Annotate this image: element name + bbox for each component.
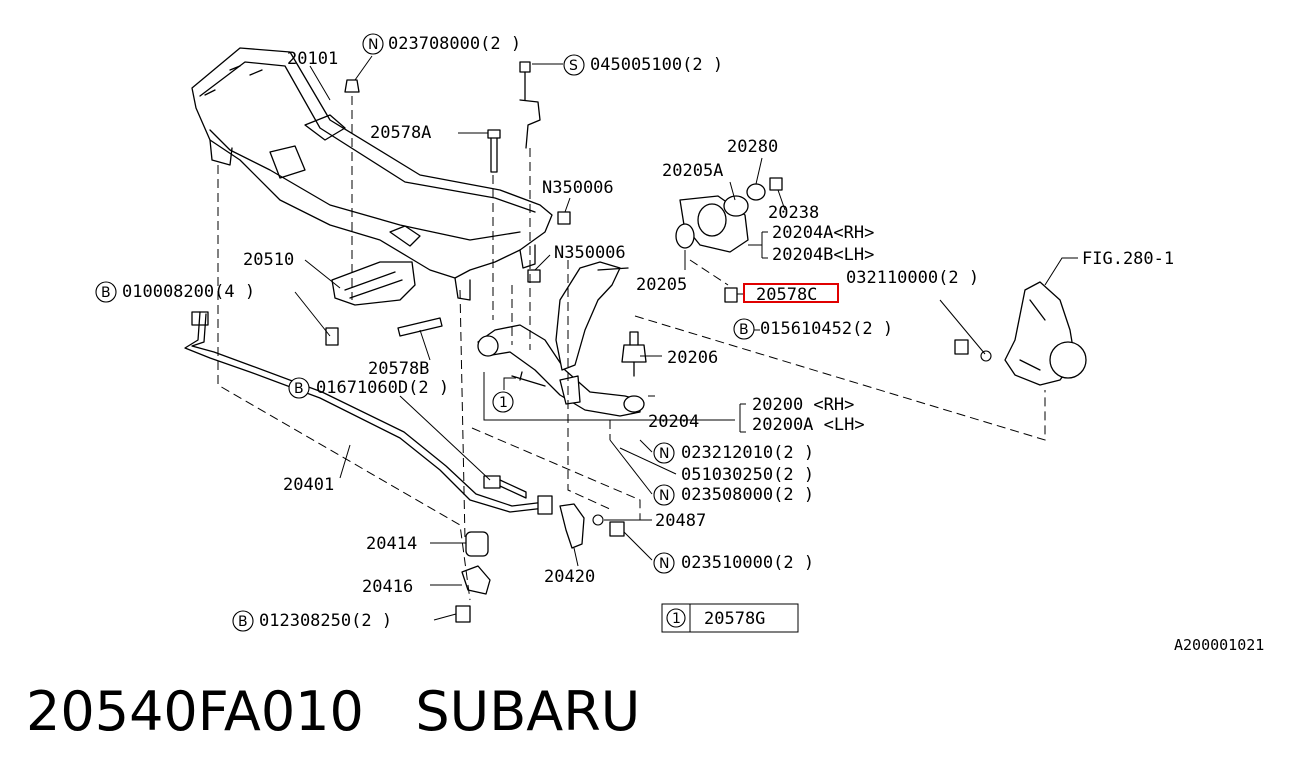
label-012308250: 012308250(2 ) <box>259 611 392 631</box>
label-20206: 20206 <box>667 348 718 368</box>
leader-lines <box>294 55 1078 621</box>
label-023212010: 023212010(2 ) <box>681 443 814 463</box>
bracket-20510-drawing <box>331 261 416 306</box>
b-prefix-marker-2 <box>288 377 310 399</box>
label-20205: 20205 <box>636 275 687 295</box>
bushing-clamp-drawing <box>455 475 527 623</box>
stabilizer-bar-drawing <box>184 311 553 515</box>
label-023510000: 023510000(2 ) <box>681 553 814 573</box>
knuckle-drawing <box>954 281 1087 386</box>
label-032110000: 032110000(2 ) <box>846 268 979 288</box>
b-prefix-text-2: B <box>294 381 304 397</box>
legend-box-marker <box>666 608 686 628</box>
label-20416: 20416 <box>362 577 413 597</box>
label-20578C: 20578C <box>756 285 817 305</box>
crossmember-drawing <box>191 47 553 301</box>
label-01671060D: 01671060D(2 ) <box>316 378 449 398</box>
label-20401: 20401 <box>283 475 334 495</box>
label-20200: 20200 <RH> <box>752 395 854 415</box>
label-20238: 20238 <box>768 203 819 223</box>
ball-joint-drawing <box>621 331 647 377</box>
part-labels: 20101 N 023708000(2 ) S 045005100(2 ) 20… <box>95 33 1174 633</box>
label-N350006-b: N350006 <box>554 243 626 263</box>
label-023508000: 023508000(2 ) <box>681 485 814 505</box>
b-prefix-marker-4 <box>733 318 755 340</box>
b-prefix-text-1: B <box>101 285 111 301</box>
n-prefix-marker-4 <box>653 442 675 464</box>
n-prefix-text: N <box>368 37 378 53</box>
highlight-box <box>743 283 839 303</box>
label-20420: 20420 <box>544 567 595 587</box>
label-20510: 20510 <box>243 250 294 270</box>
label-fig-280-1: FIG.280-1 <box>1082 249 1174 269</box>
label-023708000: 023708000(2 ) <box>388 34 521 54</box>
guide-lines <box>217 96 1046 601</box>
n-prefix-text-2: N <box>659 556 669 572</box>
n-prefix-text-4: N <box>659 446 669 462</box>
reference-code: A200001021 <box>1174 636 1265 654</box>
bolts-top-drawing <box>325 61 571 346</box>
part-title: 20540FA010 SUBARU <box>26 680 640 743</box>
b-prefix-marker-1 <box>95 281 117 303</box>
label-20200A: 20200A <LH> <box>752 415 865 435</box>
label-20487: 20487 <box>655 511 706 531</box>
circle-1-marker <box>492 391 514 413</box>
n-prefix-marker-3 <box>653 484 675 506</box>
brand-name: SUBARU <box>415 680 641 743</box>
label-20204A: 20204A<RH> <box>772 223 874 243</box>
n-prefix-marker <box>362 33 384 55</box>
rear-bushing-drawing <box>675 177 783 303</box>
legend-box <box>661 603 799 633</box>
n-prefix-text-3: N <box>659 488 669 504</box>
label-N350006-a: N350006 <box>542 178 614 198</box>
legend-box-num: 1 <box>672 611 681 627</box>
label-20280: 20280 <box>727 137 778 157</box>
label-015610452: 015610452(2 ) <box>760 319 893 339</box>
label-20578A: 20578A <box>370 123 431 143</box>
b-prefix-text-3: B <box>238 614 248 630</box>
label-045005100: 045005100(2 ) <box>590 55 723 75</box>
lower-arm-drawing <box>477 261 645 417</box>
b-prefix-text-4: B <box>739 322 749 338</box>
label-20205A: 20205A <box>662 161 723 181</box>
n-prefix-marker-2 <box>653 552 675 574</box>
b-prefix-marker-3 <box>232 610 254 632</box>
stabilizer-link-drawing <box>559 503 625 549</box>
parts-diagram: 20101 N 023708000(2 ) S 045005100(2 ) 20… <box>95 33 1174 633</box>
label-20204B: 20204B<LH> <box>772 245 874 265</box>
label-20414: 20414 <box>366 534 417 554</box>
circle-1-text: 1 <box>499 395 508 411</box>
s-prefix-marker <box>563 54 585 76</box>
label-010008200: 010008200(4 ) <box>122 282 255 302</box>
label-051030250: 051030250(2 ) <box>681 465 814 485</box>
label-20204: 20204 <box>648 412 699 432</box>
s-prefix-text: S <box>569 58 578 74</box>
legend-box-part: 20578G <box>704 609 765 629</box>
part-number: 20540FA010 <box>26 680 364 743</box>
label-20578B: 20578B <box>368 359 429 379</box>
label-20101: 20101 <box>287 49 338 69</box>
